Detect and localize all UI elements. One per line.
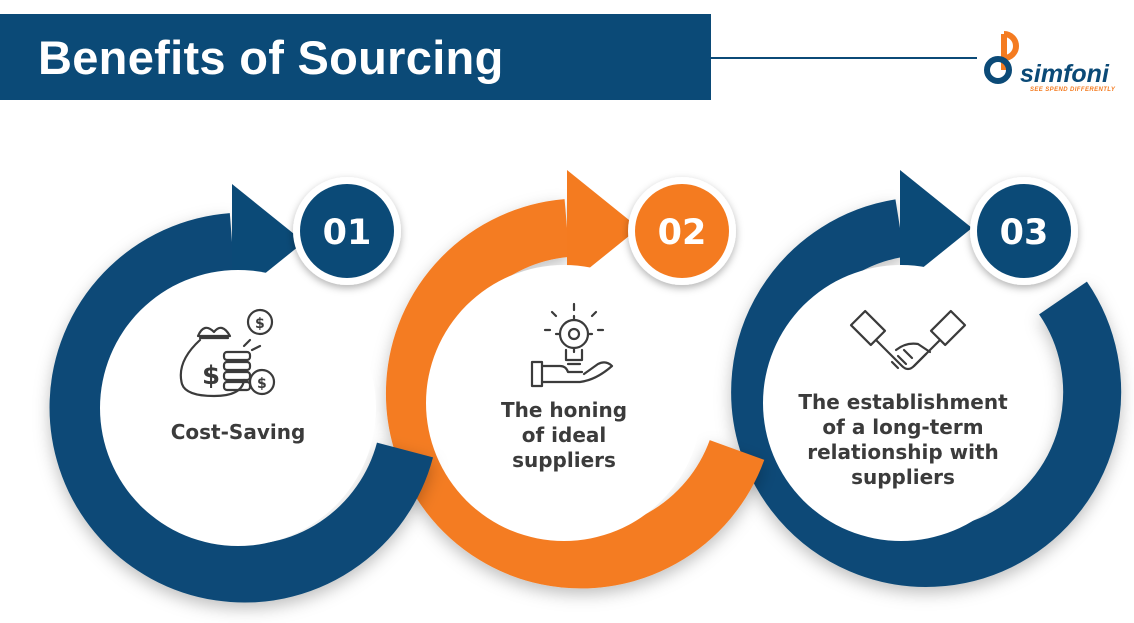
- step-01-badge: 01: [293, 177, 401, 285]
- title-bar: Benefits of Sourcing: [0, 14, 711, 100]
- simfoni-logo-mark: [984, 31, 1019, 84]
- logo-wordmark: simfoni: [1020, 60, 1109, 88]
- step-03-number: 03: [1000, 213, 1049, 253]
- step-01-number: 01: [323, 213, 372, 253]
- step-02-number: 02: [658, 213, 707, 253]
- header-divider-line: [711, 57, 977, 59]
- step-02-arrowhead: [567, 170, 639, 286]
- hand-lightbulb-gear-icon: [530, 302, 614, 388]
- handshake-icon: [849, 309, 967, 371]
- svg-text:$: $: [257, 376, 267, 392]
- step-01-label: Cost-Saving: [170, 420, 306, 444]
- logo-tagline: SEE SPEND DIFFERENTLY: [1030, 87, 1116, 93]
- simfoni-logo: simfoni SEE SPEND DIFFERENTLY: [982, 30, 1132, 100]
- page-title: Benefits of Sourcing: [38, 31, 504, 84]
- step-02-label: The honing of ideal suppliers: [500, 398, 628, 472]
- step-03-arrowhead: [900, 170, 972, 286]
- step-02-ring: [385, 170, 765, 589]
- step-03-ring: [731, 170, 1122, 587]
- svg-text:$: $: [255, 316, 265, 332]
- step-02-badge: 02: [628, 177, 736, 285]
- svg-text:$: $: [202, 361, 220, 391]
- step-01-ring: [49, 184, 434, 603]
- step-03-badge: 03: [970, 177, 1078, 285]
- money-bag-coins-icon: $ $ $: [179, 308, 276, 398]
- step-03-label: The establishment of a long-term relatio…: [798, 390, 1008, 489]
